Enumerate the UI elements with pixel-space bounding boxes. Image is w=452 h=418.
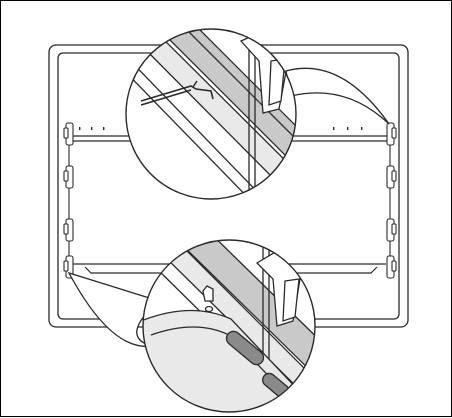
right-side-rail xyxy=(386,122,397,279)
bottom-callout xyxy=(142,239,316,413)
left-side-rail xyxy=(63,122,74,279)
top-callout-pointer xyxy=(285,67,390,125)
top-callout xyxy=(125,28,297,200)
